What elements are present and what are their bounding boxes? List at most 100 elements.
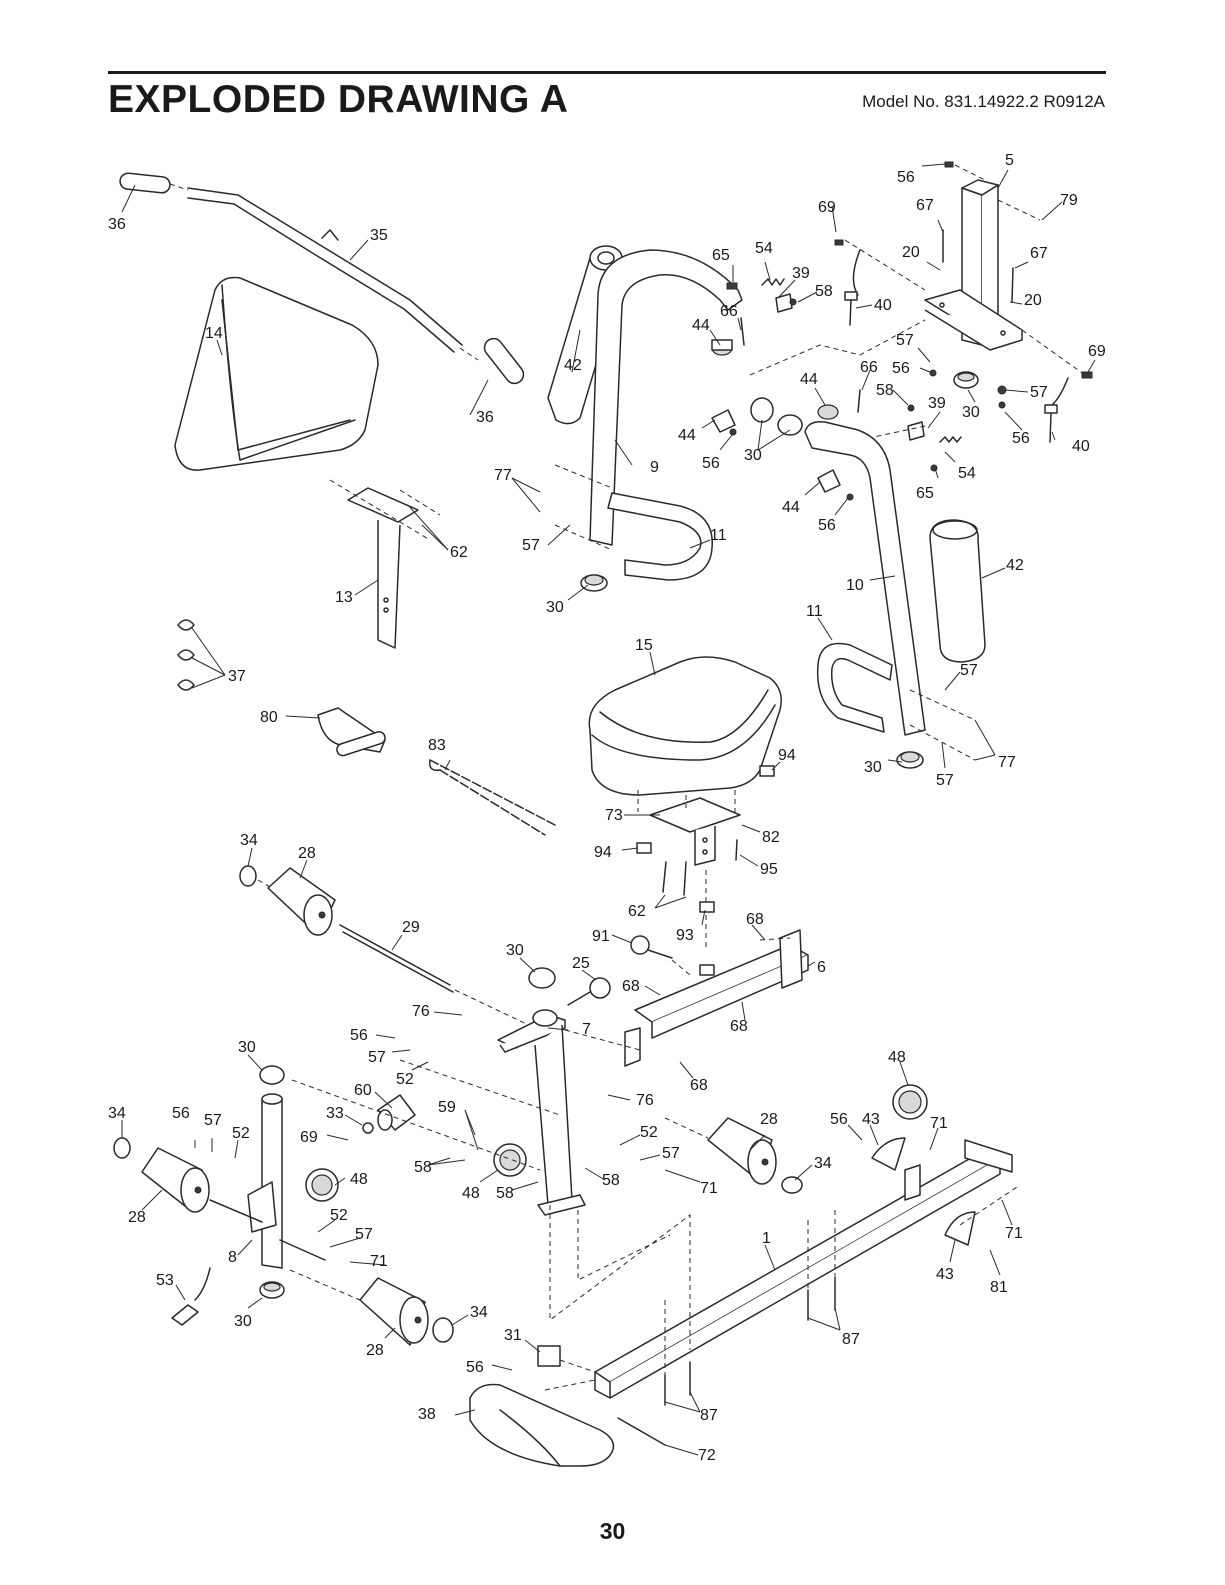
part-34-collar-left <box>113 1137 131 1159</box>
callout-65-left: 65 <box>712 247 730 264</box>
callout-58-left: 58 <box>815 283 833 300</box>
callout-80: 80 <box>260 709 278 726</box>
part-15-seat-pad <box>588 656 782 796</box>
callout-28-right: 28 <box>760 1111 778 1128</box>
part-28-roller-left-lower <box>359 1277 429 1346</box>
callout-58-mid: 58 <box>496 1185 514 1202</box>
callout-44-right-lower: 44 <box>782 499 800 516</box>
callout-48-mid: 48 <box>462 1185 480 1202</box>
page-number: 30 <box>599 1518 626 1544</box>
callout-76-left: 76 <box>412 1003 430 1020</box>
callout-56-left: 56 <box>702 455 720 472</box>
part-62-seat-bolts <box>662 839 738 896</box>
callout-71-mid: 71 <box>700 1180 718 1197</box>
part-29-roller-shaft <box>339 924 454 993</box>
callout-56-foot: 56 <box>466 1359 484 1376</box>
callout-37: 37 <box>228 668 246 685</box>
callout-56-mid-right: 56 <box>818 517 836 534</box>
part-28-roller-top <box>267 867 336 936</box>
callout-30-post: 30 <box>506 942 524 959</box>
callout-56-mid-left: 56 <box>350 1027 368 1044</box>
part-44-bushings <box>711 339 841 493</box>
callout-30-right: 30 <box>864 759 882 776</box>
callout-56-lower-left: 56 <box>172 1105 190 1122</box>
callout-59: 59 <box>438 1099 456 1116</box>
callout-10: 10 <box>846 577 864 594</box>
callout-93: 93 <box>676 927 694 944</box>
callout-labels: 36 35 14 62 13 37 80 83 34 28 29 36 42 9… <box>108 152 1106 1464</box>
part-6-seat-frame <box>624 901 809 1067</box>
callout-69-right: 69 <box>1088 343 1106 360</box>
callout-71-right: 71 <box>1005 1225 1023 1242</box>
part-40-pop-pins <box>844 249 1069 443</box>
part-36-grip-left <box>119 172 171 194</box>
callout-57-right-upper: 57 <box>960 662 978 679</box>
callout-44-upper: 44 <box>692 317 710 334</box>
callout-39-right: 39 <box>928 395 946 412</box>
part-8-lower-frame-left <box>247 1093 283 1269</box>
callout-77-right: 77 <box>998 754 1016 771</box>
part-small-bolts <box>726 161 1093 501</box>
part-38-foot-plate <box>469 1383 615 1467</box>
callout-66-right: 66 <box>860 359 878 376</box>
callout-68-mid: 68 <box>622 978 640 995</box>
callout-36-right: 36 <box>476 409 494 426</box>
callout-57-mid: 57 <box>662 1145 680 1162</box>
callout-73: 73 <box>605 807 623 824</box>
callout-52-mid: 52 <box>640 1124 658 1141</box>
callout-57-lower-left: 57 <box>204 1112 222 1129</box>
callout-91: 91 <box>592 928 610 945</box>
callout-57-lower: 57 <box>355 1226 373 1243</box>
callout-39-left: 39 <box>792 265 810 282</box>
callout-34-left: 34 <box>108 1105 126 1122</box>
callout-79: 79 <box>1060 192 1078 209</box>
callout-57-upper: 57 <box>896 332 914 349</box>
callout-43-top: 43 <box>862 1111 880 1128</box>
callout-56-upper: 56 <box>892 360 910 377</box>
part-33-washer <box>362 1122 374 1134</box>
callout-83: 83 <box>428 737 446 754</box>
callout-58-mid-left: 58 <box>414 1159 432 1176</box>
callout-54-right: 54 <box>958 465 976 482</box>
callout-6: 6 <box>817 959 826 976</box>
callout-67-top: 67 <box>916 197 934 214</box>
callout-35: 35 <box>370 227 388 244</box>
callout-1: 1 <box>762 1230 771 1247</box>
callout-56-top: 56 <box>897 169 915 186</box>
part-53-pop-pin <box>171 1267 211 1326</box>
callout-68-bottom: 68 <box>690 1077 708 1094</box>
part-28-roller-right <box>707 1117 777 1185</box>
callout-20-left: 20 <box>902 244 920 261</box>
part-48-pulleys <box>305 1084 928 1202</box>
page-title: EXPLODED DRAWING A <box>108 78 569 121</box>
part-37-chain-clips <box>177 619 195 691</box>
callout-48-right: 48 <box>888 1049 906 1066</box>
callout-87-right: 87 <box>842 1331 860 1348</box>
callout-77-left: 77 <box>494 467 512 484</box>
part-36-grip-right <box>483 337 525 385</box>
callout-53: 53 <box>156 1272 174 1289</box>
callout-25: 25 <box>572 955 590 972</box>
part-31-end-cap <box>537 1345 561 1367</box>
part-34-collar-right <box>781 1176 803 1194</box>
callout-58-right: 58 <box>876 382 894 399</box>
part-30-caps-upper <box>750 371 979 436</box>
part-28-roller-left-upper <box>141 1147 210 1213</box>
callout-67-right: 67 <box>1030 245 1048 262</box>
callout-38: 38 <box>418 1406 436 1423</box>
callout-57-left: 57 <box>522 537 540 554</box>
callout-40-right: 40 <box>1072 438 1090 455</box>
callout-76-right: 76 <box>636 1092 654 1109</box>
model-number: Model No. 831.14922.2 R0912A <box>862 92 1105 111</box>
callout-34-lower: 34 <box>470 1304 488 1321</box>
part-42-roller-pad-right <box>929 519 986 663</box>
part-25-knob <box>567 977 611 1006</box>
callout-68-lower: 68 <box>730 1018 748 1035</box>
callout-30-upper-right: 30 <box>962 404 980 421</box>
callout-42-left: 42 <box>564 357 582 374</box>
callout-44-right-upper: 44 <box>800 371 818 388</box>
callout-54-left: 54 <box>755 240 773 257</box>
callout-30-lower-left-bottom: 30 <box>234 1313 252 1330</box>
callout-62-seat: 62 <box>628 903 646 920</box>
